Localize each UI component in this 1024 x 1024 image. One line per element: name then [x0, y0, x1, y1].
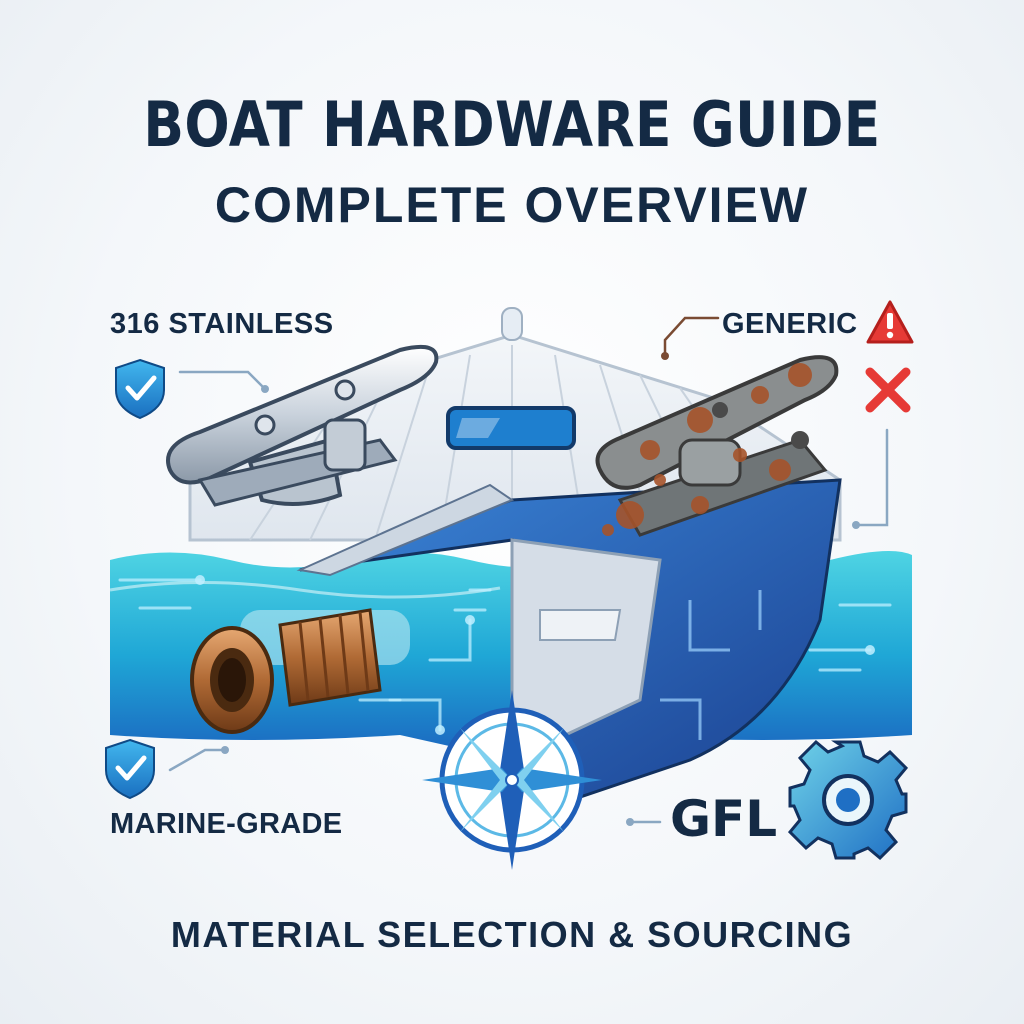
label-generic: GENERIC [722, 308, 858, 340]
label-gfl: GFL [670, 790, 778, 848]
label-marine-grade: MARINE-GRADE [110, 808, 343, 840]
boat-hull [296, 478, 842, 823]
label-316-stainless: 316 STAINLESS [110, 308, 334, 340]
page-subtitle: COMPLETE OVERVIEW [214, 177, 810, 233]
gear-icon [787, 739, 909, 861]
rusty-cleat-icon [595, 355, 839, 537]
shield-check-icon [115, 358, 165, 420]
warning-icon [866, 300, 914, 344]
bronze-thru-hull-icon [190, 608, 410, 734]
stainless-cleat-icon [166, 345, 439, 507]
connector-lines [168, 316, 889, 826]
compass-rose-icon [422, 690, 602, 870]
cross-icon [865, 367, 911, 413]
footer-caption: MATERIAL SELECTION & SOURCING [170, 914, 854, 955]
shield-check-icon [105, 738, 155, 800]
page-title: BOAT HARDWARE GUIDE [143, 88, 881, 161]
